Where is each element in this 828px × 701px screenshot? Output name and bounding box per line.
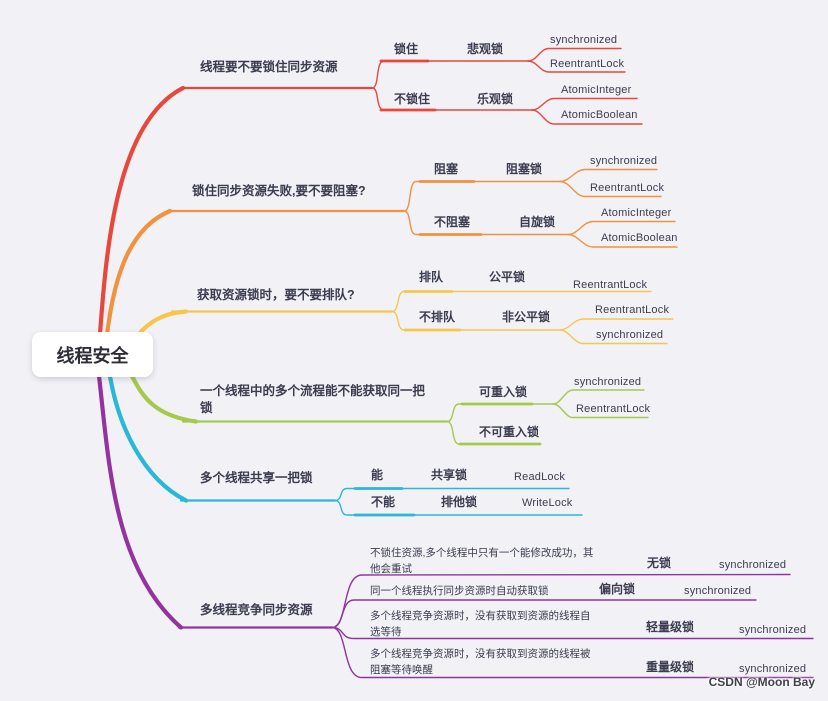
node-synchronized[interactable]: synchronized [574, 376, 642, 388]
root-label: 线程安全 [56, 345, 129, 366]
topic-compete-sync-resource[interactable]: 多线程竞争同步资源 [200, 603, 313, 617]
node-synchronized[interactable]: synchronized [739, 663, 807, 675]
node-no-lock[interactable]: 不锁住 [394, 92, 431, 106]
node-reentrantlock[interactable]: ReentrantLock [573, 279, 648, 291]
node-can[interactable]: 能 [371, 468, 384, 482]
branch5-root-curve [107, 373, 189, 503]
branch1-atomicbool-line [531, 109, 643, 125]
branch1-up-chain [371, 60, 529, 89]
node-reentrant-lock[interactable]: 可重入锁 [479, 385, 528, 399]
node-lock-free[interactable]: 无锁 [647, 556, 672, 570]
node-queue[interactable]: 排队 [419, 270, 444, 284]
node-atomicinteger[interactable]: AtomicInteger [561, 84, 632, 96]
branch4-reentrant-line [552, 403, 649, 419]
node-synchronized[interactable]: synchronized [719, 559, 787, 571]
node-exclusive-lock[interactable]: 排他锁 [441, 495, 478, 509]
node-shared-lock[interactable]: 共享锁 [431, 468, 468, 482]
branch2-down-chain [403, 210, 569, 236]
node-readlock[interactable]: ReadLock [514, 471, 566, 483]
node-synchronized[interactable]: synchronized [550, 34, 618, 46]
branch1-sync-line [527, 47, 622, 62]
node-reentrantlock[interactable]: ReentrantLock [590, 182, 665, 194]
node-synchronized[interactable]: synchronized [739, 624, 807, 636]
node-reentrantlock[interactable]: ReentrantLock [576, 403, 651, 415]
branch2-atomicbool-line [567, 233, 678, 248]
node-block[interactable]: 阻塞 [434, 162, 459, 176]
node-heavyweight-lock[interactable]: 重量级锁 [646, 660, 695, 674]
node-atomicboolean[interactable]: AtomicBoolean [601, 232, 678, 244]
node-biased-lock[interactable]: 偏向锁 [599, 582, 636, 596]
branch4-up-chain [446, 403, 554, 423]
node-reentrantlock[interactable]: ReentrantLock [595, 304, 670, 316]
node-desc-cas-retry[interactable]: 不锁住资源,多个线程中只有一个能修改成功，其他会重试 [370, 547, 594, 575]
node-desc-auto-acquire[interactable]: 同一个线程执行同步资源时自动获取锁 [370, 585, 549, 597]
topic-queue-or-not[interactable]: 获取资源锁时，要不要排队? [197, 288, 355, 302]
topic-share-lock[interactable]: 多个线程共享一把锁 [200, 471, 313, 485]
branch5-down-chain [334, 499, 583, 516]
node-reentrantlock[interactable]: ReentrantLock [550, 58, 625, 70]
branch3-sync2-line [559, 329, 668, 345]
topic-reentrant-or-not[interactable]: 一个线程中的多个流程能不能获取同一把锁 [200, 384, 426, 415]
node-desc-block-wake[interactable]: 多个线程竞争资源时，没有获取到资源的线程被阻塞等待唤醒 [370, 648, 591, 676]
node-atomicboolean[interactable]: AtomicBoolean [561, 109, 638, 121]
node-spin-lock[interactable]: 自旋锁 [519, 215, 556, 229]
csdn-watermark: CSDN @Moon Bay [708, 675, 815, 689]
topic-lock-or-not[interactable]: 线程要不要锁住同步资源 [200, 60, 338, 74]
node-optimistic-lock[interactable]: 乐观锁 [477, 92, 514, 106]
root-node[interactable]: 线程安全 [32, 332, 153, 377]
branch1-atomicint-line [531, 97, 638, 111]
node-lock[interactable]: 锁住 [394, 42, 419, 56]
node-desc-spin-wait[interactable]: 多个线程竞争资源时，没有获取到资源的线程自选等待 [370, 610, 591, 638]
branch6-row4-line [331, 626, 814, 679]
branch6-root-curve [96, 373, 184, 630]
node-synchronized[interactable]: synchronized [590, 155, 658, 167]
node-pessimistic-lock[interactable]: 悲观锁 [467, 42, 504, 56]
node-non-reentrant-lock[interactable]: 不可重入锁 [479, 425, 540, 439]
node-atomicinteger[interactable]: AtomicInteger [601, 207, 672, 219]
branch2-up-chain [403, 180, 561, 212]
branch4-sync-line [552, 389, 645, 405]
branch1-reentrant-line [527, 60, 626, 73]
node-fair-lock[interactable]: 公平锁 [489, 270, 526, 284]
node-no-queue[interactable]: 不排队 [419, 310, 456, 324]
topic-block-or-not[interactable]: 锁住同步资源失败,要不要阻塞? [192, 184, 366, 198]
node-blocking-lock[interactable]: 阻塞锁 [506, 162, 543, 176]
branch2-reentrant-line [559, 180, 662, 198]
branch4-root-curve [129, 373, 199, 424]
branch5-up-chain [334, 487, 570, 502]
node-cannot[interactable]: 不能 [371, 495, 396, 509]
branch3-reentrant2-line [559, 318, 674, 331]
branch2-sync-line [559, 168, 658, 183]
node-writelock[interactable]: WriteLock [522, 497, 573, 509]
branch2-root-curve [104, 208, 173, 337]
node-lightweight-lock[interactable]: 轻量级锁 [646, 620, 695, 634]
node-synchronized[interactable]: synchronized [596, 329, 664, 341]
node-no-block[interactable]: 不阻塞 [434, 215, 471, 229]
branch2-atomicint-line [567, 220, 676, 236]
node-synchronized[interactable]: synchronized [684, 585, 752, 597]
branch1-root-curve [97, 85, 186, 337]
node-unfair-lock[interactable]: 非公平锁 [502, 310, 551, 324]
branch6-row2-line [331, 599, 757, 629]
